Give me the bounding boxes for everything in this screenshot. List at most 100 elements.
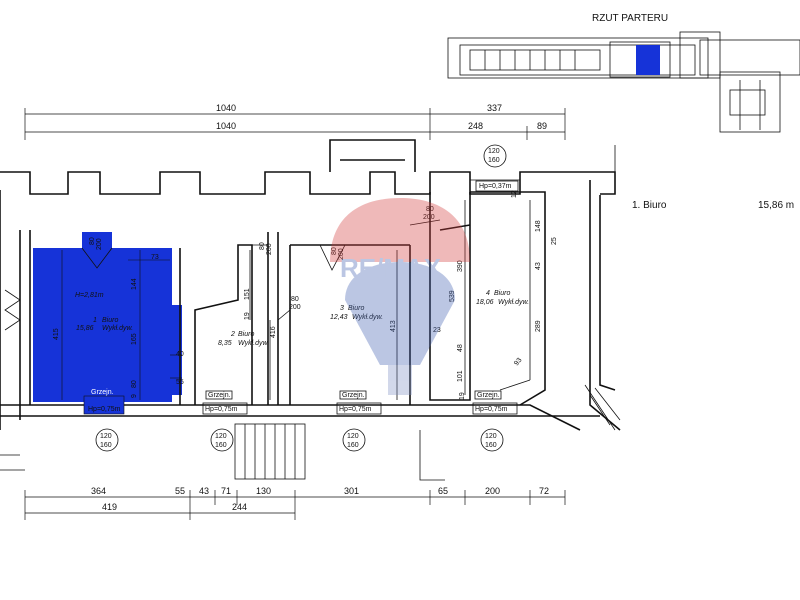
win-1-a: 120	[100, 433, 112, 440]
room-4-dim-25: 25	[551, 237, 558, 245]
win-4-b: 160	[485, 442, 497, 449]
room-3-floor: Wykł.dyw.	[352, 314, 383, 321]
room-3-hp: Hp=0,75m	[339, 406, 372, 413]
bottom-dimensions: 364 55 43 71 130 301 65 200 72 419 244	[24, 486, 566, 520]
room-1-name: Biuro	[102, 317, 118, 324]
room-4-dim-23: 23	[433, 327, 441, 334]
dim-bot-244: 244	[232, 502, 247, 512]
room-3: 3 Biuro 12,43 Wykł.dyw. 413 Grzejn. Hp=0…	[289, 244, 411, 415]
room-4-area: 18,06	[476, 299, 494, 306]
door-4-a: 80	[426, 206, 434, 213]
room-4-name: Biuro	[494, 290, 510, 297]
room-4-floor: Wykł.dyw.	[498, 299, 529, 306]
room-3-dim-413: 413	[390, 320, 397, 332]
room-4-dim-289: 289	[535, 320, 542, 332]
room-1: H=2,81m 1 Biuro 15,86 Wykł.dyw. 415 144 …	[29, 230, 184, 415]
room-4-heater: Grzejn.	[477, 392, 500, 399]
room-4-dim-43: 43	[535, 262, 542, 270]
room-1-height: H=2,81m	[75, 292, 104, 299]
room-1-dim-40: 40	[176, 351, 184, 358]
key-plan-highlight	[636, 45, 660, 75]
dim-bot-419: 419	[102, 502, 117, 512]
legend-room: 1. Biuro	[632, 200, 667, 211]
room-2-floor: Wykł.dyw.	[238, 340, 269, 347]
room-2-heater: Grzejn.	[208, 392, 231, 399]
room-2-name: Biuro	[238, 331, 254, 338]
room-2-number: 2	[230, 331, 235, 338]
room-1-dim-55: 55	[176, 379, 184, 386]
win-1-b: 160	[100, 442, 112, 449]
win-5-a: 120	[488, 148, 500, 155]
room-4: 4 Biuro 18,06 Wykł.dyw. 390 539 23 48 10…	[409, 179, 558, 415]
room-2-area: 8,35	[218, 340, 232, 347]
room-4-number: 4	[486, 290, 490, 297]
win-2-a: 120	[215, 433, 227, 440]
room-2-hp: Hp=0,75m	[205, 406, 238, 413]
room-3-area: 12,43	[330, 314, 348, 321]
room-1-dim-415: 415	[53, 328, 60, 340]
room-1-floor: Wykł.dyw.	[102, 325, 133, 332]
room-1-hp: Hp=0,75m	[88, 406, 121, 413]
room-1-dim-144: 144	[131, 278, 138, 290]
dim-bot-71: 71	[221, 486, 231, 496]
dim-bot-43: 43	[199, 486, 209, 496]
room-2: 2 Biuro 8,35 Wykł.dyw. 151 19 416 Grzejn…	[194, 232, 301, 415]
door-4-b: 200	[423, 214, 435, 221]
dim-bot-200: 200	[485, 486, 500, 496]
dim-bot-72: 72	[539, 486, 549, 496]
stairs	[234, 423, 445, 481]
plan-title: RZUT PARTERU	[592, 13, 668, 24]
room-3-heater: Grzejn.	[342, 392, 365, 399]
room-2-dim-416: 416	[270, 326, 277, 338]
door-3-b: 200	[338, 248, 345, 260]
win-3-a: 120	[347, 433, 359, 440]
top-dimensions: 1040 337 1040 248 89	[24, 103, 566, 140]
dim-bot-55: 55	[175, 486, 185, 496]
key-plan	[447, 31, 800, 133]
dim-bot-130: 130	[256, 486, 271, 496]
door-2-b: 200	[289, 304, 301, 311]
room-4-dim-148: 148	[535, 220, 542, 232]
outer-walls	[0, 139, 621, 471]
win-4-a: 120	[485, 433, 497, 440]
right-structure	[584, 145, 621, 431]
win-2-b: 160	[215, 442, 227, 449]
dim-bot-364: 364	[91, 486, 106, 496]
room-1-door-b: 200	[96, 238, 103, 250]
room-4-dim-48: 48	[457, 344, 464, 352]
dim-top-1040-b: 1040	[216, 121, 236, 131]
room-2-dim-19: 19	[244, 312, 251, 320]
room-1-number: 1	[93, 317, 97, 324]
window-labels: 120 160 120 160 120 160 120 160 120 160	[95, 144, 507, 452]
win-3-b: 160	[347, 442, 359, 449]
room-3-name: Biuro	[348, 305, 364, 312]
room-4-dim-12: 12	[511, 190, 518, 198]
dim-top-89: 89	[537, 121, 547, 131]
room-4-hp: Hp=0,75m	[475, 406, 508, 413]
dim-bot-65: 65	[438, 486, 448, 496]
door-3-a: 80	[331, 247, 338, 255]
room-4-dim-19: 19	[459, 392, 466, 400]
dim-top-1040-a: 1040	[216, 103, 236, 113]
remax-watermark: RE/MAX	[330, 198, 470, 395]
room-1-dim-73: 73	[151, 254, 159, 261]
room-3-number: 3	[340, 305, 344, 312]
room-1-heater: Grzejn.	[91, 389, 114, 396]
room-4-dim-101: 101	[457, 370, 464, 382]
room-1-dim-9: 9	[131, 394, 138, 398]
room-1-door-a: 80	[89, 237, 96, 245]
room-4-hp-top: Hp=0,37m	[479, 183, 512, 190]
room-1-dim-80: 80	[131, 380, 138, 388]
watermark-text: RE/MAX	[340, 253, 442, 283]
door-2c-a: 80	[259, 242, 266, 250]
dim-bot-301: 301	[344, 486, 359, 496]
door-2-a: 80	[291, 296, 299, 303]
room-4-dim-539: 539	[449, 290, 456, 302]
room-4-dim-390: 390	[457, 260, 464, 272]
room-2-dim-151: 151	[244, 288, 251, 300]
win-5-b: 160	[488, 157, 500, 164]
room-1-area: 15,86	[76, 325, 94, 332]
dim-top-337: 337	[487, 103, 502, 113]
room-1-dim-165: 165	[131, 333, 138, 345]
